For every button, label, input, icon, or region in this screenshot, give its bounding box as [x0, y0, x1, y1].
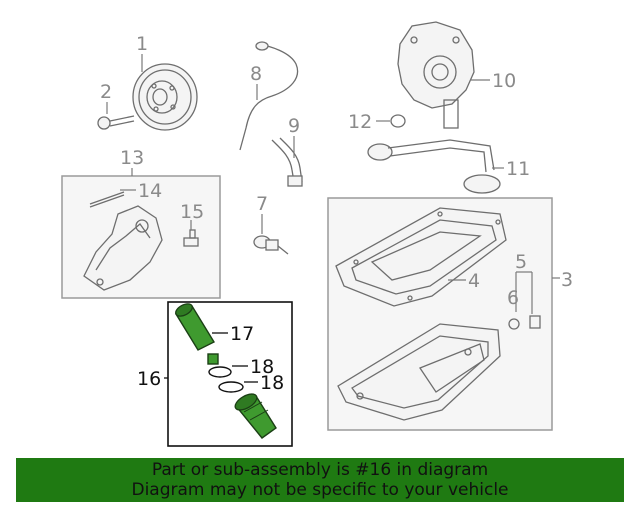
lower-oil-pan[interactable]	[337, 323, 501, 421]
callout-11: 11	[506, 158, 530, 180]
callout-7: 7	[256, 193, 268, 215]
callout-18-lower: 18	[260, 372, 284, 394]
callout-1: 1	[136, 33, 148, 55]
oil-pickup-tube[interactable]	[367, 139, 501, 194]
filter-cap-o-ring-upper[interactable]	[208, 366, 232, 378]
crankshaft-pulley[interactable]	[132, 63, 198, 131]
pickup-o-ring[interactable]	[390, 114, 406, 128]
drain-plug[interactable]	[529, 315, 541, 329]
callout-15: 15	[180, 201, 204, 223]
callout-8: 8	[250, 63, 262, 85]
callout-12: 12	[348, 111, 372, 133]
callout-5: 5	[515, 251, 527, 273]
oil-filter-cap[interactable]	[233, 391, 277, 439]
callout-10: 10	[492, 70, 516, 92]
callout-2: 2	[100, 81, 112, 103]
oil-pressure-sender[interactable]	[253, 235, 289, 255]
callout-13: 13	[120, 147, 144, 169]
callout-6: 6	[507, 287, 519, 309]
dipstick-tube[interactable]	[271, 137, 303, 187]
front-cover[interactable]	[83, 205, 163, 291]
filter-cap-o-ring-lower[interactable]	[218, 381, 244, 393]
callout-14: 14	[138, 180, 162, 202]
filter-bypass-valve[interactable]	[207, 353, 219, 365]
callout-16: 16	[137, 368, 161, 390]
oil-pump[interactable]	[397, 21, 475, 129]
callout-17: 17	[230, 323, 254, 345]
banner-line-1: Part or sub-assembly is #16 in diagram	[151, 460, 489, 480]
banner-line-2: Diagram may not be specific to your vehi…	[131, 480, 509, 500]
front-cover-seal-strip[interactable]	[89, 191, 125, 208]
upper-oil-pan[interactable]	[335, 207, 507, 307]
callout-9: 9	[288, 115, 300, 137]
sensor[interactable]	[183, 229, 199, 247]
info-banner: Part or sub-assembly is #16 in diagram D…	[16, 458, 624, 502]
callout-18-upper: 18	[250, 356, 274, 378]
drain-plug-washer[interactable]	[508, 318, 520, 330]
oil-dipstick[interactable]	[239, 41, 299, 151]
oil-filter-element[interactable]	[174, 301, 215, 351]
callout-4: 4	[468, 270, 480, 292]
pulley-bolt[interactable]	[97, 115, 135, 130]
callout-3: 3	[561, 269, 573, 291]
